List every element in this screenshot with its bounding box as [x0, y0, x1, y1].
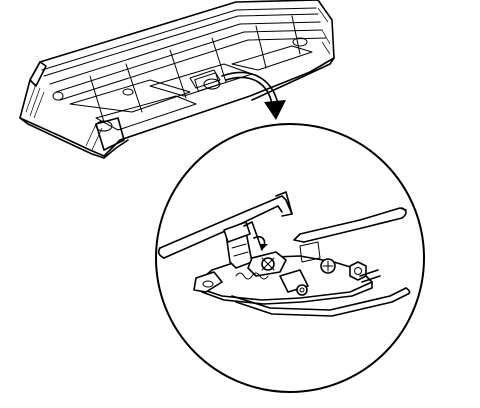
bolt-icon [296, 284, 308, 296]
latch-mechanism-detail-icon [157, 191, 411, 317]
bolt-icon [320, 258, 336, 274]
vehicle-underbody-panel-icon [19, 0, 335, 159]
curved-arrow-icon [221, 71, 286, 120]
bolt-icon [349, 261, 367, 281]
